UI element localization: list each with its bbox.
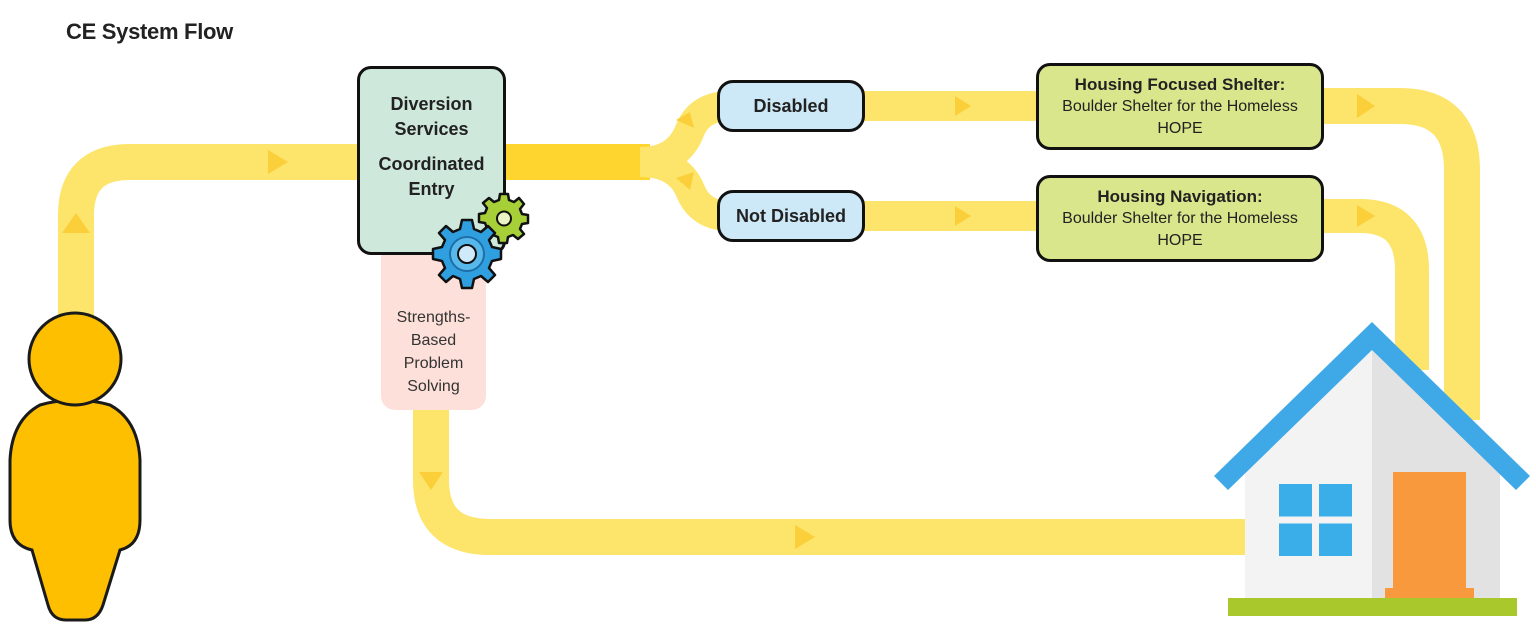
entry-line4: Entry — [408, 178, 455, 199]
house-door — [1393, 472, 1466, 598]
not-disabled-label: Not Disabled — [735, 205, 846, 226]
shelter-line2: HOPE — [1157, 119, 1203, 137]
problem-solving-line4: Solving — [407, 378, 460, 395]
arrow-down — [419, 472, 443, 490]
problem-solving-line1: Strengths- — [396, 309, 471, 326]
arrow-lower-branch — [676, 172, 694, 190]
problem-solving-line3: Problem — [403, 355, 464, 372]
navigation-line2: HOPE — [1157, 231, 1203, 249]
grass — [1228, 598, 1517, 616]
problem-solving-line2: Based — [410, 332, 457, 349]
arrow-bottom — [795, 525, 815, 549]
entry-line2: Services — [394, 118, 469, 139]
path-person-to-entry — [58, 144, 360, 330]
disabled-node: Disabled — [717, 80, 865, 132]
navigation-heading: Housing Navigation: — [1097, 186, 1263, 206]
path-shelter-to-house — [1310, 88, 1480, 420]
arrow-not-disabled — [955, 206, 971, 226]
house-icon — [1214, 322, 1530, 616]
disabled-label: Disabled — [753, 95, 829, 116]
shelter-line1: Boulder Shelter for the Homeless — [1062, 97, 1298, 115]
entry-line3: Coordinated — [378, 153, 485, 174]
arrow-right-top — [268, 150, 288, 174]
housing-focused-shelter-box: Housing Focused Shelter: Boulder Shelter… — [1036, 63, 1324, 150]
shelter-heading: Housing Focused Shelter: — [1074, 74, 1286, 94]
arrow-shelter-out — [1357, 94, 1375, 118]
not-disabled-node: Not Disabled — [717, 190, 865, 242]
coordinated-entry-box: Diversion Services Coordinated Entry — [357, 66, 506, 255]
housing-navigation-box: Housing Navigation: Boulder Shelter for … — [1036, 175, 1324, 262]
entry-line1: Diversion — [390, 93, 473, 114]
navigation-line1: Boulder Shelter for the Homeless — [1062, 209, 1298, 227]
person-icon — [8, 311, 142, 622]
diagram-title: CE System Flow — [66, 19, 233, 44]
arrow-upper-branch — [676, 112, 694, 128]
gears-icon — [431, 192, 530, 290]
arrow-disabled — [955, 96, 971, 116]
blue-gear-icon — [431, 218, 503, 290]
arrow-up-left — [62, 213, 90, 233]
path-diversion-to-house — [413, 395, 1250, 555]
arrow-navigation-out — [1357, 205, 1375, 227]
